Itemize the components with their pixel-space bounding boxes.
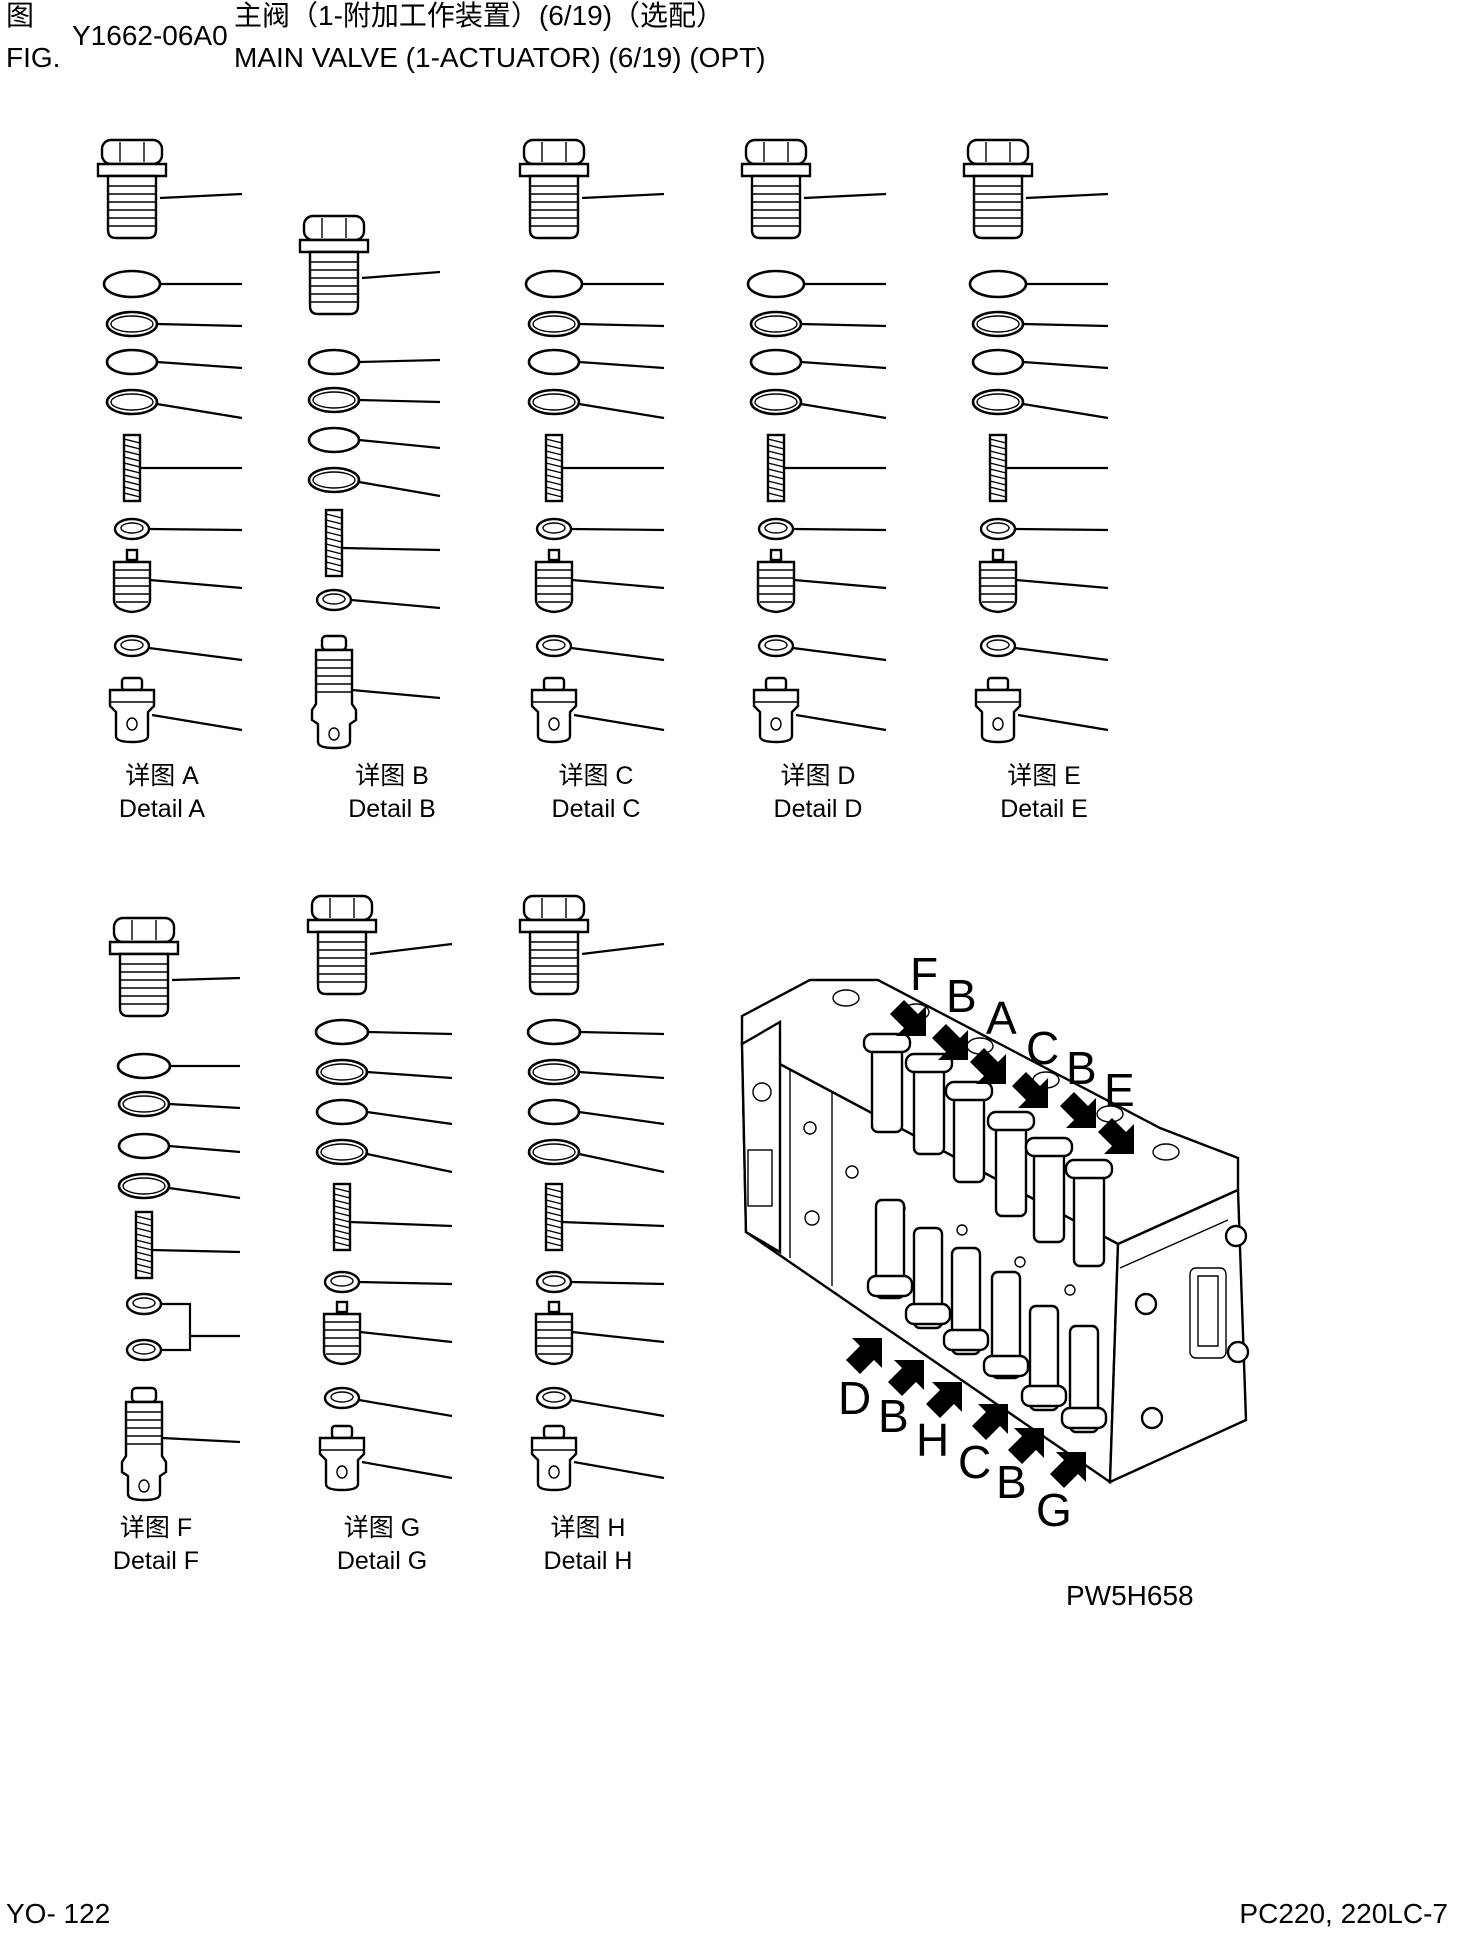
caption-en: Detail E	[1000, 795, 1088, 823]
bottom-callout-letters: D B H C B G	[838, 1372, 1072, 1536]
top-callout-letters: F B A C B E	[910, 948, 1135, 1116]
callout-letter: C	[958, 1436, 991, 1488]
callout-letter: E	[1104, 1064, 1135, 1116]
caption-en: Detail F	[112, 1547, 200, 1575]
caption-en: Detail D	[773, 795, 863, 823]
callout-letter: H	[916, 1414, 949, 1466]
caption-en: Detail G	[336, 1547, 428, 1575]
caption-cn: 详图 G	[343, 1514, 421, 1542]
callout-letter: B	[878, 1390, 909, 1442]
caption-cn: 详图 F	[119, 1514, 193, 1542]
detail-a-parts	[98, 140, 242, 742]
callout-letter: F	[910, 948, 938, 1000]
drawing-code: PW5H658	[1066, 1580, 1194, 1611]
callout-letter: D	[838, 1372, 871, 1424]
detail-h-parts	[518, 894, 665, 1492]
caption-en: Detail A	[118, 795, 206, 823]
model-label: PC220, 220LC-7	[1239, 1898, 1448, 1929]
detail-g-caption: 详图 G Detail G	[312, 1512, 452, 1578]
caption-cn: 详图 C	[558, 762, 634, 790]
fig-number: Y1662-06A0	[72, 20, 228, 51]
caption-en: Detail H	[543, 1547, 633, 1575]
detail-c-caption: 详图 C Detail C	[526, 760, 666, 826]
fig-label-cn: 图	[6, 0, 35, 31]
callout-letter: B	[946, 970, 977, 1022]
caption-cn: 详图 A	[125, 762, 199, 790]
detail-d-caption: 详图 D Detail D	[748, 760, 888, 826]
callout-letter: B	[996, 1456, 1027, 1508]
caption-cn: 详图 E	[1007, 762, 1081, 790]
detail-c-parts	[520, 140, 664, 742]
page-number: YO- 122	[6, 1898, 111, 1929]
caption-cn: 详图 D	[780, 762, 856, 790]
title-en: MAIN VALVE (1-ACTUATOR) (6/19) (OPT)	[234, 42, 766, 73]
detail-e-caption: 详图 E Detail E	[974, 760, 1114, 826]
detail-d-parts	[742, 140, 886, 742]
detail-f-caption: 详图 F Detail F	[86, 1512, 226, 1578]
detail-b-caption: 详图 B Detail B	[322, 760, 462, 826]
callout-letter: G	[1036, 1484, 1072, 1536]
caption-en: Detail B	[348, 795, 436, 823]
caption-cn: 详图 B	[355, 762, 429, 790]
detail-f-parts	[108, 916, 241, 1502]
callout-letter: B	[1066, 1042, 1097, 1094]
fig-label-en: FIG.	[6, 42, 61, 73]
valve-block-assembly	[740, 978, 1250, 1488]
detail-e-parts	[964, 140, 1108, 742]
callout-letter: C	[1026, 1022, 1059, 1074]
title-cn: 主阀（1-附加工作装置）(6/19)（选配）	[234, 0, 725, 31]
caption-cn: 详图 H	[550, 1514, 626, 1542]
detail-g-parts	[306, 894, 453, 1492]
detail-b-parts	[298, 214, 441, 750]
callout-letter: A	[986, 992, 1017, 1044]
detail-h-caption: 详图 H Detail H	[518, 1512, 658, 1578]
caption-en: Detail C	[551, 795, 641, 823]
detail-a-caption: 详图 A Detail A	[92, 760, 232, 826]
